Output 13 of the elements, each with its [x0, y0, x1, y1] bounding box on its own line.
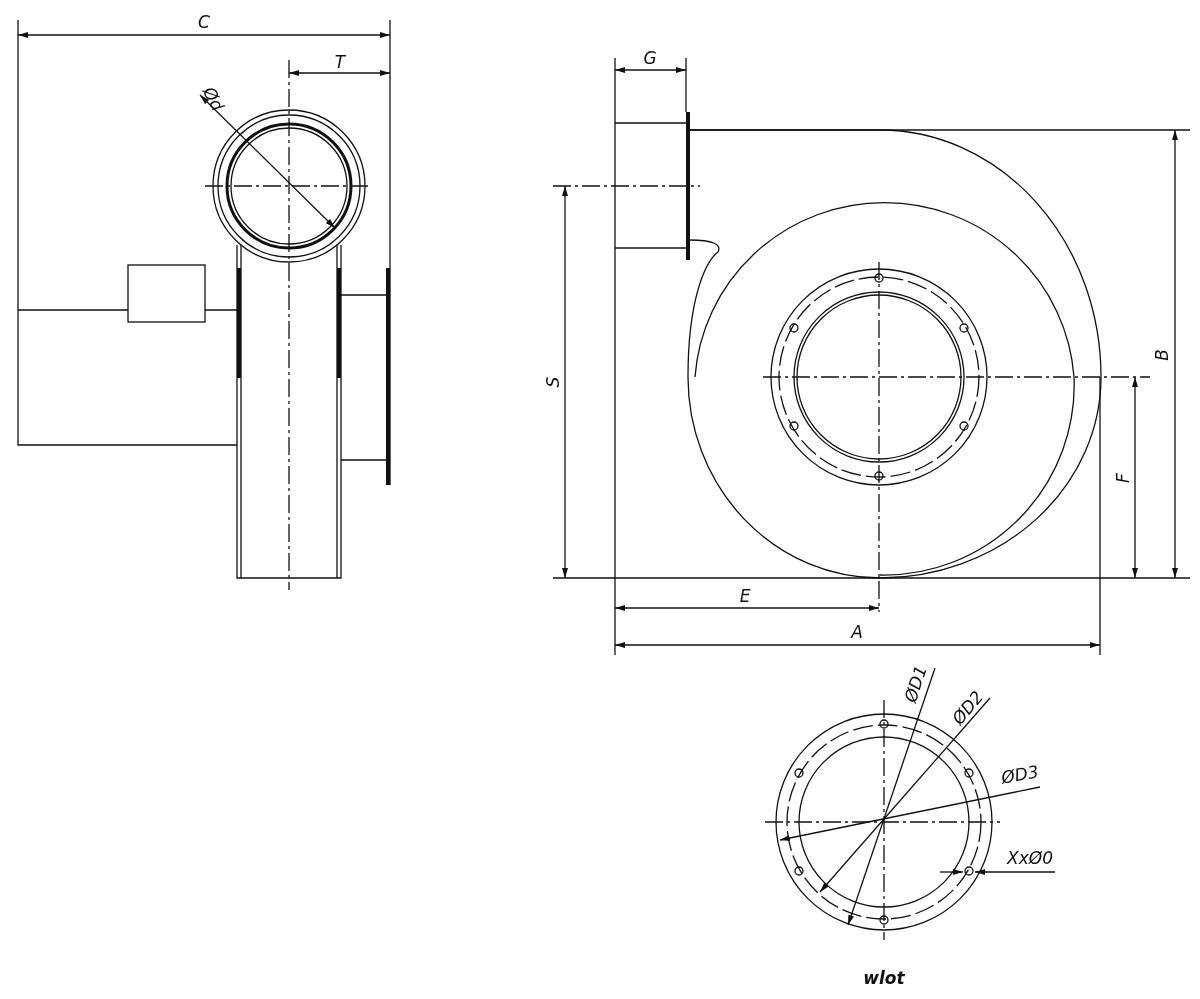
dimension-label: G: [643, 49, 657, 67]
diameter-label: ØD1: [902, 663, 930, 705]
dimension-label: F: [1114, 473, 1132, 483]
dimension-label: B: [1153, 349, 1171, 361]
dimension-label: E: [739, 587, 751, 605]
dimension-label: S: [544, 376, 562, 388]
hole-spec-label: XxØ0: [1007, 849, 1053, 867]
diameter-label: ØD3: [1000, 763, 1040, 787]
view-caption: wlot: [863, 969, 905, 987]
dimension-label: C: [198, 13, 210, 31]
dimension-label: T: [334, 53, 346, 71]
diameter-label: Ød: [199, 84, 227, 114]
dimension-label: A: [851, 623, 863, 641]
